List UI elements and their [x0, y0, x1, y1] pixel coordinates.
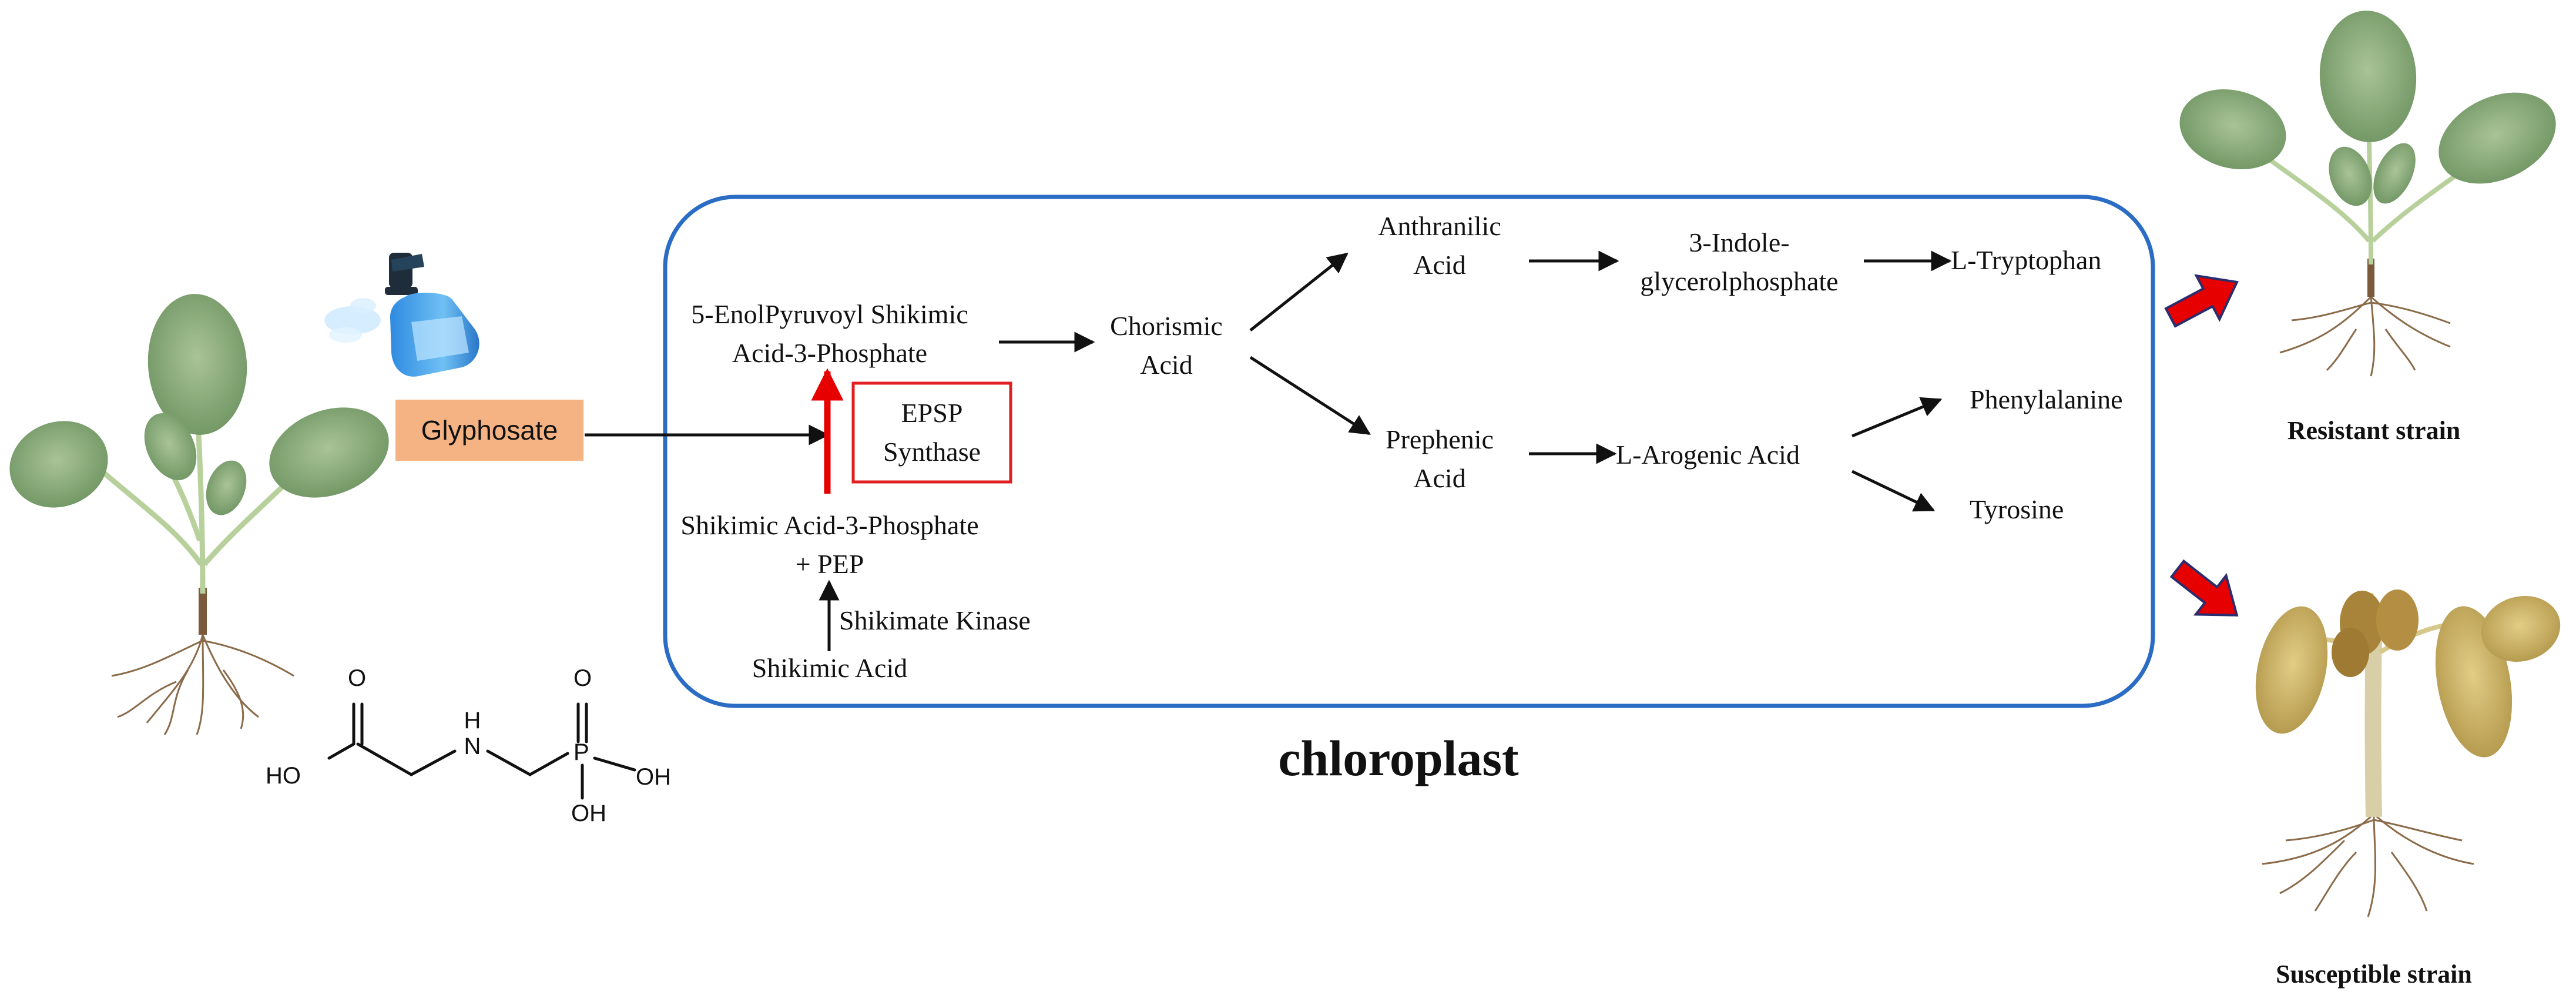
arrow-arogenic-to-phenylalanine [1852, 397, 1943, 438]
atom-oh-bottom: OH [571, 800, 606, 826]
tyrosine-label: Tyrosine [1970, 494, 2064, 524]
glyphosate-box [395, 400, 583, 461]
epsp-synthase-label: EPSP Synthase [883, 398, 981, 467]
phenylalanine-label: Phenylalanine [1970, 384, 2123, 414]
chorismic-acid-label: Chorismic Acid [1110, 311, 1223, 380]
epsp-synthase-box [851, 381, 1012, 484]
glyphosate-structure [327, 702, 636, 800]
atom-o-carbonyl: O [348, 665, 367, 691]
arrow-chorismic-to-prephenic [1249, 356, 1371, 436]
arrow-arogenic-to-tyrosine [1851, 470, 1936, 512]
epsp-label: 5-EnolPyruvoyl Shikimic Acid-3-Phosphate [691, 299, 968, 368]
pathway-arrows [585, 250, 1952, 651]
l-tryptophan-label: L-Tryptophan [1951, 245, 2102, 275]
l-arogenic-acid-label: L-Arogenic Acid [1616, 440, 1800, 470]
susceptible-arrow [2169, 559, 2239, 617]
anthranilic-acid-label: Anthranilic Acid [1378, 211, 1501, 280]
shikimate-kinase-label: Shikimate Kinase [839, 605, 1031, 635]
indole-glycerolphosphate-label: 3-Indole- glycerolphosphate [1640, 227, 1839, 296]
chloroplast-boundary [663, 195, 2155, 708]
atom-o-phosphoryl: O [573, 665, 592, 691]
atom-nh: H N [464, 708, 481, 759]
glyphosate-label: Glyphosate [421, 415, 558, 445]
spray-bottle-icon [324, 253, 479, 377]
resistant-plant-icon [2179, 11, 2556, 377]
arrow-chorismic-to-anthranilic [1249, 252, 1349, 331]
shikimic-acid-label: Shikimic Acid [752, 653, 908, 683]
atom-ho: HO [266, 763, 301, 789]
atom-p: P [573, 739, 589, 765]
susceptible-strain-label: Susceptible strain [2276, 960, 2472, 989]
treated-plant-icon [9, 294, 389, 735]
atom-oh-right: OH [636, 764, 671, 790]
resistant-arrow [2164, 274, 2239, 328]
shikimic-acid-3-phosphate-label: Shikimic Acid-3-Phosphate + PEP [680, 510, 979, 579]
prephenic-acid-label: Prephenic Acid [1386, 424, 1494, 493]
susceptible-plant-icon [2255, 589, 2561, 917]
chloroplast-label: chloroplast [1278, 730, 1519, 786]
resistant-strain-label: Resistant strain [2287, 416, 2461, 445]
